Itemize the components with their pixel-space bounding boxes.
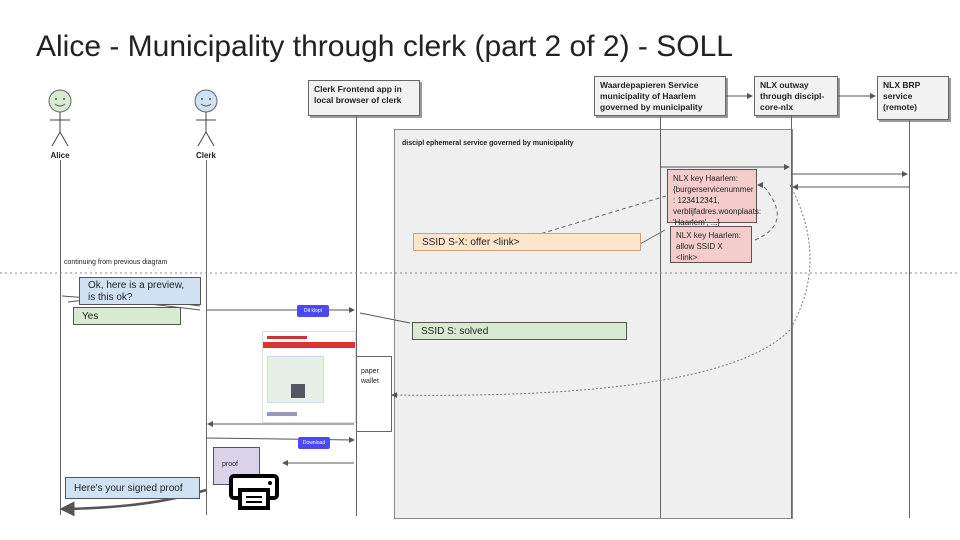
continuing-label: continuing from previous diagram xyxy=(64,259,168,266)
printer-icon xyxy=(229,474,279,510)
nlx-outway-lifeline xyxy=(791,116,792,518)
signed-proof-note: Here's your signed proof xyxy=(65,477,200,499)
ephemeral-service-label: discipl ephemeral service governed by mu… xyxy=(402,140,574,147)
dit-klopt-button[interactable]: Dit klopt xyxy=(297,305,329,317)
nlx-brp-header: NLX BRP service (remote) xyxy=(877,76,949,120)
waardepapieren-header: Waardepapieren Service municipality of H… xyxy=(594,76,726,116)
paper-wallet-box xyxy=(356,356,392,432)
clerk-lifeline xyxy=(206,160,207,515)
yes-note: Yes xyxy=(73,307,181,325)
nlx-outway-header: NLX outway through discipl-core-nlx xyxy=(754,76,838,116)
ssid-offer-note: SSID S-X: offer <link> xyxy=(413,233,641,251)
preview-note: Ok, here is a preview, is this ok? xyxy=(79,277,201,305)
clerk-actor-icon xyxy=(194,89,218,147)
waardepapieren-lifeline xyxy=(660,116,661,518)
paper-wallet-label: paper wallet xyxy=(361,368,379,385)
frontend-header: Clerk Frontend app in local browser of c… xyxy=(308,80,420,116)
download-button[interactable]: Download xyxy=(298,437,330,449)
alice-actor-icon xyxy=(48,89,72,147)
proof-label: proof xyxy=(222,461,238,468)
document-preview-image xyxy=(262,331,356,423)
clerk-label: Clerk xyxy=(195,151,216,160)
alice-label: Alice xyxy=(50,151,70,160)
nlx-brp-lifeline xyxy=(909,120,910,518)
nlx-key-allow-note: NLX key Haarlem: allow SSID X <link> xyxy=(670,226,752,263)
ssid-solved-note: SSID S: solved xyxy=(412,322,627,340)
nlx-key-brp-note: NLX key Haarlem: {burgerservicenummer : … xyxy=(667,169,761,227)
alice-lifeline xyxy=(60,160,61,515)
frontend-lifeline xyxy=(356,116,357,516)
page-title: Alice - Municipality through clerk (part… xyxy=(36,30,733,63)
